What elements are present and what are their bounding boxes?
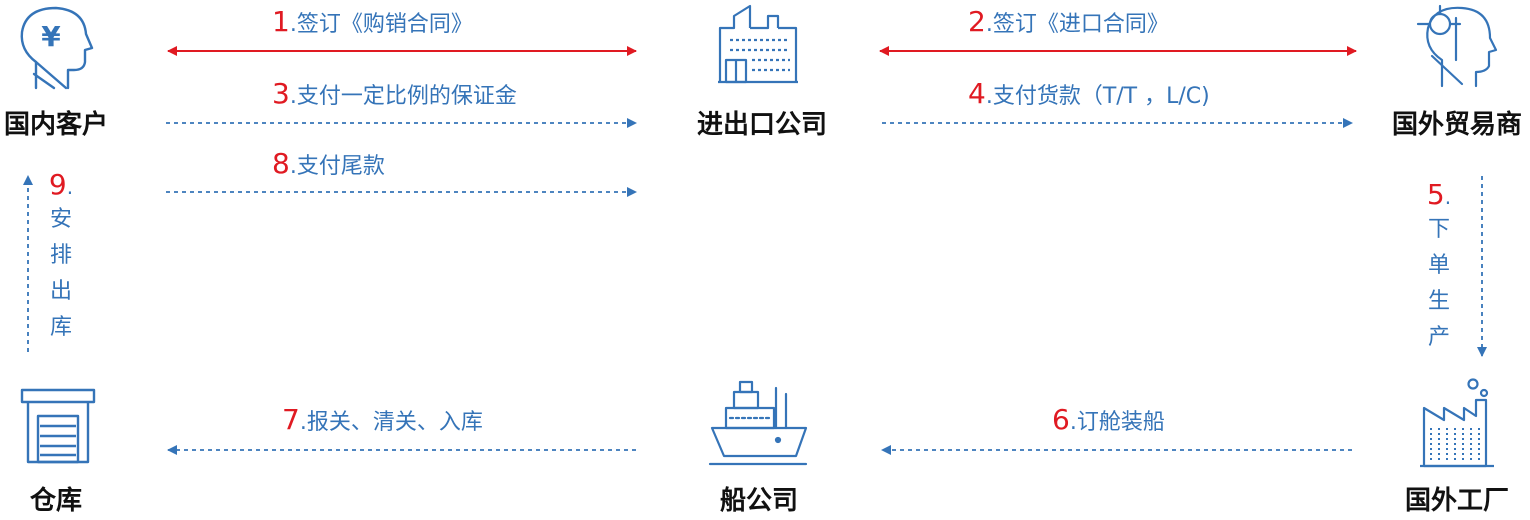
svg-text:¥: ¥ [41,20,61,53]
step-1-label: 1.签订《购销合同》 [272,8,473,36]
step-9-label: 9. 安 排 出 库 [46,170,76,346]
node-shipping-company: 船公司 [719,486,799,516]
step-5-char-4: 产 [1427,325,1450,350]
step-5-char-2: 单 [1427,253,1450,278]
step-3-text: .支付一定比例的保证金 [289,84,517,109]
step-6-number: 6 [1052,403,1070,436]
step-5-char-3: 生 [1427,289,1450,314]
step-8-label: 8.支付尾款 [272,150,385,178]
step-9-number: 9. [48,168,74,201]
warehouse-icon [20,388,96,464]
step-1-text: .签订《购销合同》 [289,12,473,37]
step-3-label: 3.支付一定比例的保证金 [272,80,517,108]
step-2-label: 2.签订《进口合同》 [968,8,1169,36]
step-3-number: 3 [272,77,290,110]
step-5-char-1: 下 [1427,217,1450,242]
step-6-label: 6.订舱装船 [1052,406,1165,434]
trader-head-icon [1416,4,1498,88]
cargo-ship-icon [708,380,808,466]
step-8-number: 8 [272,147,290,180]
node-warehouse: 仓库 [29,486,83,516]
step-9-char-4: 库 [49,315,72,340]
node-domestic-customer: 国内客户 [3,110,109,140]
step-9-char-2: 排 [49,243,72,268]
step-7-text: .报关、清关、入库 [299,410,483,435]
factory-icon [1420,378,1494,468]
node-foreign-trader: 国外贸易商 [1391,110,1523,140]
step-7-label: 7.报关、清关、入库 [282,406,483,434]
step-2-text: .签订《进口合同》 [985,12,1169,37]
step-9-char-3: 出 [49,279,72,304]
step-2-number: 2 [968,5,986,38]
step-7-number: 7 [282,403,300,436]
step-1-number: 1 [272,5,290,38]
step-6-text: .订舱装船 [1069,410,1165,435]
step-5-label: 5. 下 单 生 产 [1424,180,1454,356]
office-building-icon [718,4,798,84]
step-9-char-1: 安 [49,207,72,232]
step-4-label: 4.支付货款（T/T ，L/C) [968,80,1210,108]
step-4-number: 4 [968,77,986,110]
node-import-export-company: 进出口公司 [696,110,828,140]
step-8-text: .支付尾款 [289,154,385,179]
node-foreign-factory: 国外工厂 [1404,486,1510,516]
customer-yen-head-icon: ¥ [20,6,94,90]
step-4-text: .支付货款（T/T ，L/C) [985,84,1210,109]
step-5-number: 5. [1426,178,1452,211]
